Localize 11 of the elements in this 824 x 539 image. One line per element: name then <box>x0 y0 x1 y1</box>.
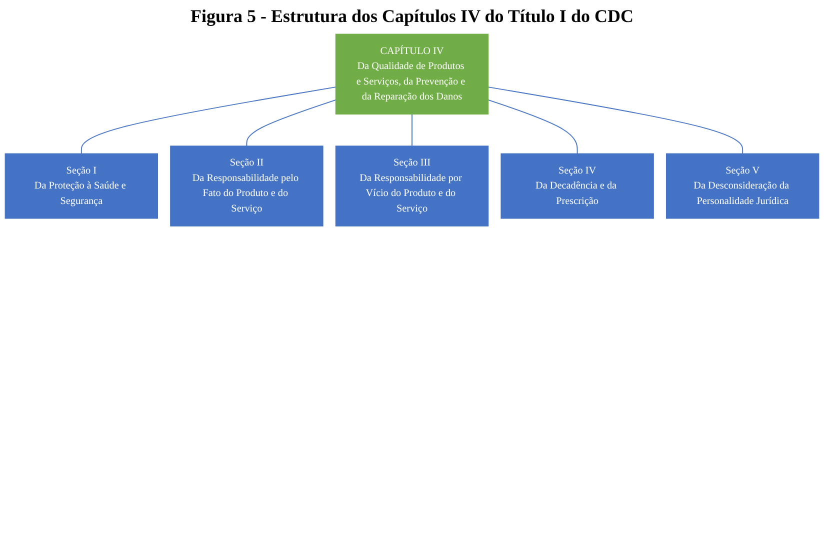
connector <box>488 99 578 154</box>
node-box: Seção V Da Desconsideração da Personalidade Jurídica <box>666 153 820 219</box>
node-box: Seção IV Da Decadência e da Prescrição <box>500 153 654 219</box>
node-box: Seção III Da Responsabilidade por Vício do Produto e do Serviço <box>335 146 489 226</box>
connector <box>80 86 336 154</box>
connector <box>246 99 336 146</box>
connector <box>488 86 744 154</box>
node-box: Seção II Da Responsabilidade pelo Fato do Produto e do Serviço <box>170 146 324 226</box>
node-box: Seção I Da Proteção à Saúde e Segurança <box>4 153 158 219</box>
node-box: CAPÍTULO IV Da Qualidade de Produtos e Serviços, da Prevenção e da Reparação dos Danos <box>335 34 489 114</box>
figure-title: Figura 5 - Estrutura dos Capítulos IV do Título I do CDC <box>190 5 634 28</box>
